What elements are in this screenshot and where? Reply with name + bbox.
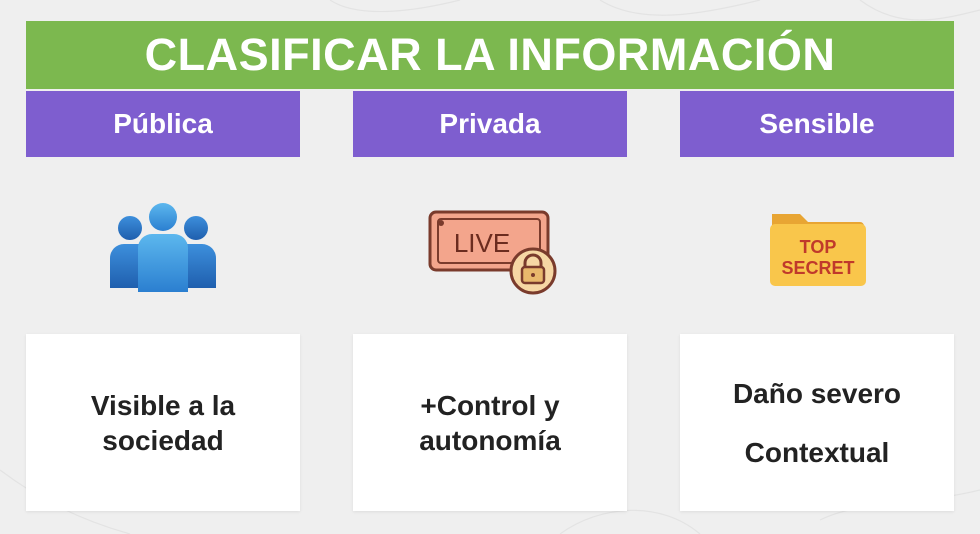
- card-text-line: Daño severo: [732, 377, 902, 409]
- top-label: TOP: [800, 237, 837, 257]
- page-title: CLASIFICAR LA INFORMACIÓN: [26, 21, 954, 89]
- live-lock-icon: LIVE: [353, 195, 627, 300]
- card-text-line: Contextual: [744, 436, 890, 468]
- card-text-line: +Control y: [420, 389, 560, 421]
- column-header-sensible: Sensible: [680, 91, 954, 157]
- people-group-icon: [26, 195, 300, 300]
- top-secret-folder-icon: TOP SECRET: [680, 195, 954, 300]
- secret-label: SECRET: [781, 258, 854, 278]
- svg-text:LIVE: LIVE: [454, 228, 510, 258]
- card-text-line: Visible a la: [90, 389, 236, 421]
- card-text-line: sociedad: [102, 424, 224, 456]
- card-sensible: Daño severo Contextual: [680, 334, 954, 511]
- column-header-publica: Pública: [26, 91, 300, 157]
- card-privada: +Control y autonomía: [353, 334, 627, 511]
- card-text-line: autonomía: [419, 424, 561, 456]
- card-publica: Visible a la sociedad: [26, 334, 300, 511]
- column-header-privada: Privada: [353, 91, 627, 157]
